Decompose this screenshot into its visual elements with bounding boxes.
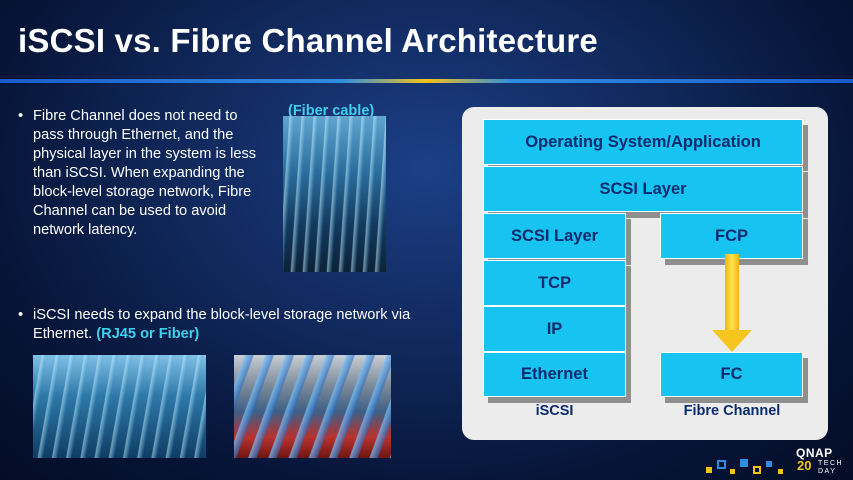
tcp-block: TCP: [483, 260, 626, 306]
logo-sub-line1: TECH: [818, 460, 844, 467]
bullet-text: Fibre Channel does not need to pass thro…: [33, 108, 257, 238]
bullet-highlight: (RJ45 or Fiber): [96, 326, 200, 342]
fc-block: FC: [660, 352, 803, 397]
down-arrow-icon: [712, 330, 752, 352]
logo-number: 20: [797, 458, 812, 473]
bullet-iscsi: • iSCSI needs to expand the block-level …: [18, 306, 428, 344]
bullet-marker: •: [18, 307, 24, 323]
logo-subtitle: TECH DAY: [818, 460, 843, 476]
slide-title: iSCSI vs. Fibre Channel Architecture: [18, 22, 598, 59]
ip-block: IP: [483, 306, 626, 352]
bullet-text: iSCSI needs to expand the block-level st…: [33, 307, 411, 342]
fiber-patch-photo: [33, 355, 206, 458]
bullet-marker: •: [18, 108, 24, 124]
fiber-cable-label: (Fiber cable): [288, 103, 375, 119]
iscsi-scsi-layer-block: SCSI Layer: [483, 213, 626, 259]
logo-sub-line2: DAY: [818, 468, 837, 475]
ethernet-block: Ethernet: [483, 352, 626, 397]
bullet-fibre-channel: • Fibre Channel does not need to pass th…: [18, 107, 265, 240]
down-arrow-shaft: [725, 254, 739, 332]
title-underline: [0, 79, 853, 83]
fibre-channel-label: Fibre Channel: [683, 403, 781, 419]
qnap-logo: QNAP: [796, 446, 833, 460]
pixel-decoration-icon: [706, 459, 783, 474]
os-application-block: Operating System/Application: [483, 119, 803, 165]
rj45-cable-photo: [234, 355, 391, 458]
fcp-block: FCP: [660, 213, 803, 259]
fiber-cable-photo: [283, 116, 386, 272]
shared-scsi-layer-block: SCSI Layer: [483, 166, 803, 212]
iscsi-label: iSCSI: [535, 403, 574, 419]
